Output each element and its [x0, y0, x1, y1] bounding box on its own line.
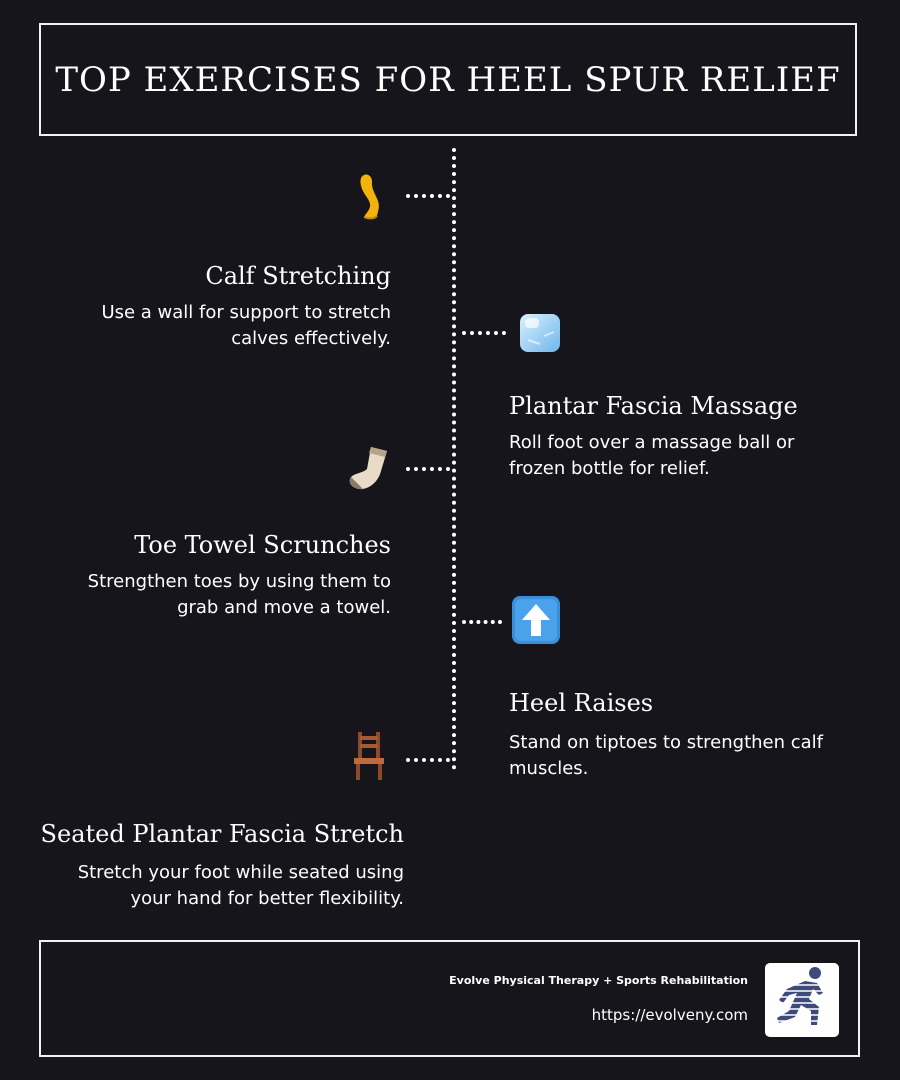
title-box: TOP EXERCISES FOR HEEL SPUR RELIEF	[39, 23, 857, 136]
step-title-heel-raises: Heel Raises	[509, 689, 654, 717]
footer: Evolve Physical Therapy + Sports Rehabil…	[39, 940, 860, 1057]
connector-calf-stretching	[406, 194, 450, 198]
step-title-seated-plantar-fascia-stretch: Seated Plantar Fascia Stretch	[40, 820, 404, 848]
step-title-plantar-fascia-massage: Plantar Fascia Massage	[509, 392, 798, 420]
step-title-toe-towel-scrunches: Toe Towel Scrunches	[134, 531, 391, 559]
step-desc-toe-towel-scrunches: Strengthen toes by using them to grab an…	[87, 571, 391, 618]
running-figure-logo-icon	[765, 963, 839, 1037]
page-title: TOP EXERCISES FOR HEEL SPUR RELIEF	[55, 59, 841, 100]
connector-seated-plantar-fascia-stretch	[406, 758, 450, 762]
connector-toe-towel-scrunches	[406, 467, 450, 471]
timeline-line	[452, 148, 456, 770]
step-desc-heel-raises: Stand on tiptoes to strengthen calf musc…	[509, 732, 824, 779]
chair-icon	[354, 732, 384, 780]
step-desc-calf-stretching: Use a wall for support to stretch calves…	[101, 302, 391, 349]
leg-icon	[360, 174, 379, 220]
step-desc-seated-plantar-fascia-stretch: Stretch your foot while seated using you…	[77, 862, 404, 909]
connector-heel-raises	[462, 620, 502, 624]
organization-url[interactable]: https://evolveny.com	[591, 1006, 748, 1024]
organization-name: Evolve Physical Therapy + Sports Rehabil…	[449, 974, 748, 987]
ice-cube-icon	[520, 314, 560, 352]
step-desc-plantar-fascia-massage: Roll foot over a massage ball or frozen …	[509, 432, 795, 479]
step-title-calf-stretching: Calf Stretching	[205, 262, 391, 290]
connector-plantar-fascia-massage	[462, 331, 506, 335]
up-arrow-icon	[512, 596, 560, 644]
sock-icon	[349, 447, 387, 490]
